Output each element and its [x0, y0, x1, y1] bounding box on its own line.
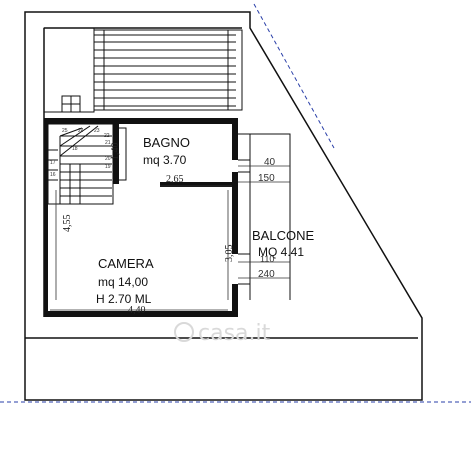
- interior-walls: [44, 118, 238, 317]
- stair-step-25: 25: [62, 128, 68, 134]
- room-area-camera: mq 14,00: [98, 275, 148, 289]
- room-name-bagno: BAGNO: [143, 135, 190, 150]
- room-name-camera: CAMERA: [98, 256, 154, 271]
- stair-step-21: 21: [105, 140, 111, 146]
- room-area-bagno: mq 3.70: [143, 153, 187, 167]
- room-height-camera: H 2.70 ML: [96, 292, 152, 306]
- room-area-balcone: MQ 4.41: [258, 245, 304, 259]
- stair-step-16: 16: [50, 172, 56, 178]
- dimension-110: 110: [260, 254, 274, 264]
- stair-step-17: 17: [50, 160, 56, 166]
- stair-step-23: 23: [94, 128, 100, 134]
- dimension-240: 240: [258, 269, 275, 280]
- upper-staircase: [43, 27, 243, 113]
- dimension-1-40: 1,40: [110, 143, 121, 161]
- dimension-4-55: 4,55: [62, 215, 73, 233]
- dimension-150: 150: [258, 173, 275, 184]
- stair-step-20: 20: [105, 156, 111, 162]
- watermark-logo-icon: [174, 322, 194, 342]
- dimension-40: 40: [264, 157, 276, 168]
- openings: [117, 127, 250, 285]
- dimension-2-65: 2,65: [166, 174, 184, 185]
- spiral-staircase: [47, 123, 114, 205]
- room-name-balcone: BALCONE: [252, 228, 314, 243]
- watermark-text: casa.it: [198, 321, 271, 346]
- watermark: casa.it: [174, 321, 271, 346]
- property-lines: [0, 3, 471, 403]
- stair-step-22: 22: [104, 133, 110, 139]
- stair-step-24: 24: [78, 128, 84, 134]
- balcony-outline: [238, 133, 291, 300]
- dimension-4-40: 4,40: [128, 305, 146, 316]
- stair-step-18: 18: [72, 146, 78, 152]
- stair-step-19: 19: [105, 164, 111, 170]
- dimension-lines: [50, 165, 290, 311]
- dimension-3-05: 3,05: [224, 245, 235, 263]
